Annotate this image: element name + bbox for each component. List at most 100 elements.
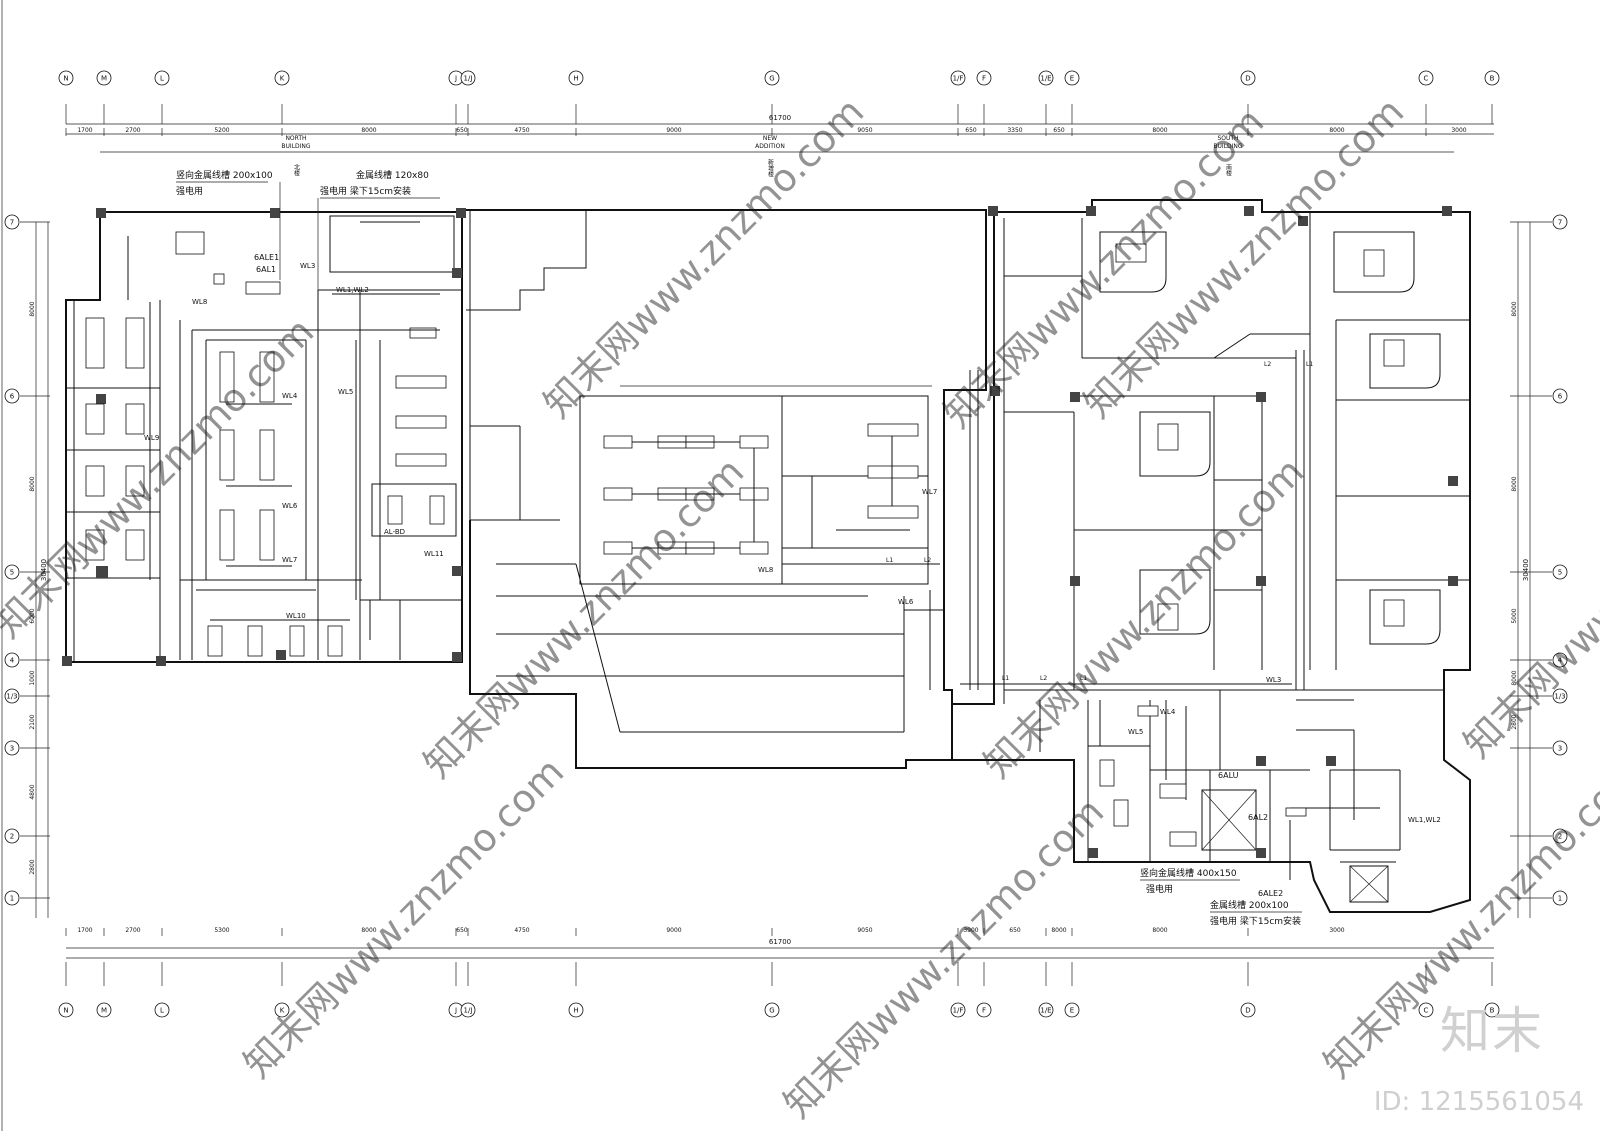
axis-label: K xyxy=(280,75,285,83)
axis-bubble: 6 xyxy=(4,388,50,404)
svg-text:BUILDING: BUILDING xyxy=(1213,143,1242,150)
axis-label: E xyxy=(1070,1007,1074,1015)
axis-label: G xyxy=(769,75,774,83)
axis-bubble: M xyxy=(96,70,112,124)
axis-bubble: 5 xyxy=(1510,564,1568,580)
dimension-value: 650 xyxy=(1053,127,1065,134)
axis-label: 4 xyxy=(1558,657,1563,665)
building-label-new: NEW ADDITION 新增楼 xyxy=(755,135,785,178)
axis-bubble: 1 xyxy=(1510,890,1568,906)
axis-label: 1/F xyxy=(953,75,964,83)
axis-label: 1 xyxy=(1558,895,1562,903)
dimension-value: 8000 xyxy=(1511,476,1518,491)
axis-bubble: F xyxy=(976,70,992,124)
axis-bubble: K xyxy=(274,70,290,124)
svg-text:WL1,WL2: WL1,WL2 xyxy=(1408,816,1441,824)
axis-label: D xyxy=(1245,1007,1250,1015)
axis-bubble: H xyxy=(568,962,584,1018)
dimension-value: 5300 xyxy=(214,927,229,934)
svg-text:L1: L1 xyxy=(1306,361,1313,368)
axis-bubble: 3 xyxy=(4,740,50,756)
bottom-dimension-lines xyxy=(66,947,1494,959)
axis-bubble: 7 xyxy=(1510,214,1568,230)
axis-label: H xyxy=(573,1007,578,1015)
axis-bubble: 1/3 xyxy=(1510,688,1568,704)
axis-label: J xyxy=(454,1007,457,1015)
drawing-id-label: ID: 1215561054 xyxy=(1373,1087,1584,1117)
dimension-value: 9050 xyxy=(857,127,872,134)
axis-label: F xyxy=(982,1007,986,1015)
svg-text:ADDITION: ADDITION xyxy=(755,143,785,150)
dimension-value: 5000 xyxy=(1511,608,1518,623)
svg-text:WL1,WL2: WL1,WL2 xyxy=(336,286,369,294)
axis-label: F xyxy=(982,75,986,83)
dimension-value: 650 xyxy=(456,927,468,934)
axis-bubble: F xyxy=(976,962,992,1018)
dimension-value: 8000 xyxy=(29,301,36,316)
axis-bubble: C xyxy=(1418,962,1434,1018)
total-dim-bottom: 61700 xyxy=(769,938,791,946)
total-dim-left: 30400 xyxy=(40,559,48,581)
svg-text:WL8: WL8 xyxy=(758,566,773,574)
north-building-wiring xyxy=(127,221,440,660)
dimension-value: 2800 xyxy=(29,859,36,874)
dimension-value: 8000 xyxy=(1511,670,1518,685)
axis-label: 2 xyxy=(10,833,14,841)
svg-text:WL9: WL9 xyxy=(144,434,159,442)
axis-label: 5 xyxy=(10,569,14,577)
watermarks: 知末网www.znzmo.com 知末网www.znzmo.com 知末网www… xyxy=(0,89,1600,1126)
axis-label: B xyxy=(1490,1007,1495,1015)
svg-text:BUILDING: BUILDING xyxy=(281,143,310,150)
dimension-value: 1700 xyxy=(77,927,92,934)
axis-label: 7 xyxy=(10,219,14,227)
svg-text:6AL1: 6AL1 xyxy=(256,265,276,274)
svg-text:NEW: NEW xyxy=(763,135,777,142)
axis-label: H xyxy=(573,75,578,83)
axis-bubble: 6 xyxy=(1510,388,1568,404)
south-building-columns xyxy=(988,206,1458,858)
axis-bubble: E xyxy=(1064,70,1080,124)
svg-text:强电用 梁下15cm安装: 强电用 梁下15cm安装 xyxy=(320,185,411,197)
axis-bubble: G xyxy=(764,962,780,1018)
dimension-value: 3900 xyxy=(963,927,978,934)
svg-text:WL6: WL6 xyxy=(898,598,914,606)
svg-text:北楼: 北楼 xyxy=(293,163,300,177)
building-label-south: SOUTH BUILDING 南楼 xyxy=(1213,135,1242,177)
axis-label: D xyxy=(1245,75,1250,83)
south-building-fixtures xyxy=(1099,705,1307,847)
axis-label: 7 xyxy=(1558,219,1562,227)
axis-bubble: 1/J xyxy=(460,962,476,1018)
axis-label: 4 xyxy=(10,657,15,665)
axis-label: L xyxy=(160,1007,164,1015)
dimension-value: 6000 xyxy=(29,608,36,623)
dimension-value: 1000 xyxy=(29,670,36,685)
axis-bubble: D xyxy=(1240,70,1256,124)
axis-bubble: 1/E xyxy=(1038,962,1054,1018)
svg-text:6ALE1: 6ALE1 xyxy=(254,253,279,262)
svg-text:L1: L1 xyxy=(1080,675,1087,682)
svg-text:知末网www.znzmo.com: 知末网www.znzmo.com xyxy=(415,449,752,786)
axis-bubble: 1/E xyxy=(1038,70,1054,124)
axis-label: 1/F xyxy=(953,1007,964,1015)
dimension-value: 4800 xyxy=(29,784,36,799)
axis-bubble: D xyxy=(1240,962,1256,1018)
axis-bubble: K xyxy=(274,962,290,1018)
svg-text:竖向金属线槽 400x150: 竖向金属线槽 400x150 xyxy=(1140,867,1237,879)
dimension-value: 9050 xyxy=(857,927,872,934)
axis-label: M xyxy=(101,75,107,83)
axis-bubble: 1/F xyxy=(950,962,966,1018)
axis-label: G xyxy=(769,1007,774,1015)
dimension-value: 2800 xyxy=(1511,714,1518,729)
axis-bubble: N xyxy=(58,70,74,124)
svg-text:L2: L2 xyxy=(924,557,931,564)
dimension-value: 3000 xyxy=(1329,927,1344,934)
svg-text:WL7: WL7 xyxy=(922,488,937,496)
svg-text:新增楼: 新增楼 xyxy=(767,158,774,178)
dimension-value: 8000 xyxy=(361,927,376,934)
svg-text:L1: L1 xyxy=(1002,675,1009,682)
building-label-north: NORTH BUILDING 北楼 xyxy=(281,135,310,177)
axis-bubble: B xyxy=(1484,70,1500,124)
